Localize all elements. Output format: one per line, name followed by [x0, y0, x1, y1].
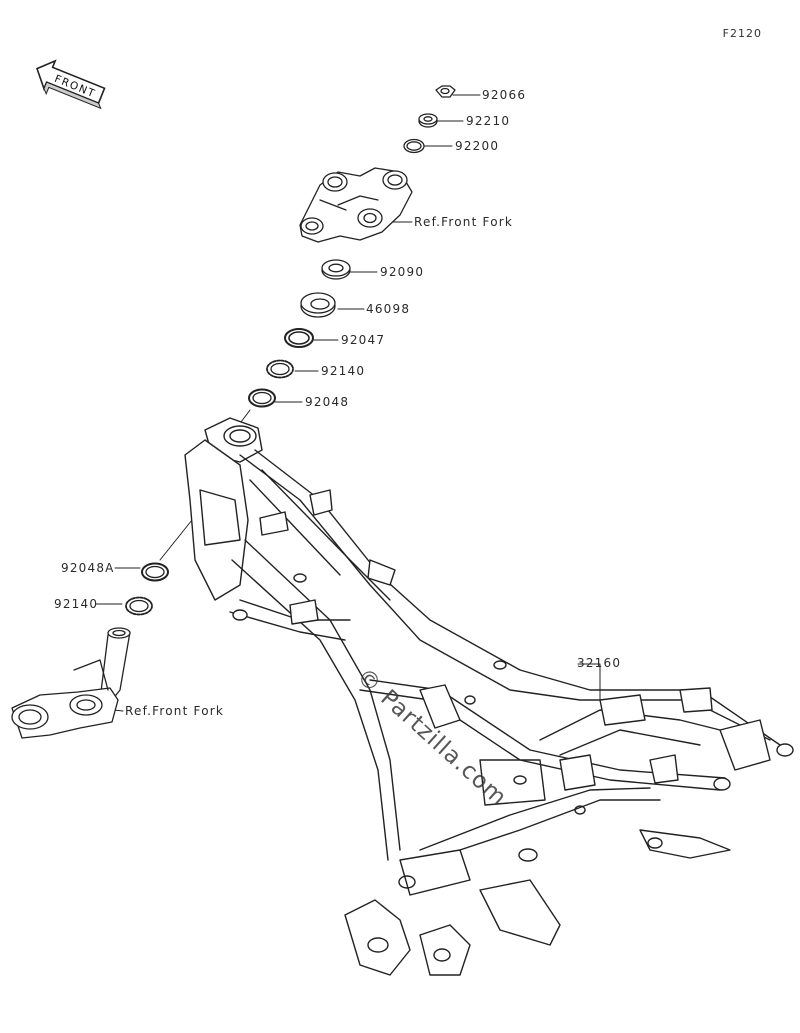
diagram-code: F2120 — [722, 27, 762, 40]
callout-32160: 32160 — [577, 656, 622, 670]
steering-stack — [248, 85, 456, 408]
callout-92047: 92047 — [341, 333, 386, 347]
front-arrow-icon: FRONT — [35, 59, 106, 110]
callout-46098: 46098 — [366, 302, 411, 316]
callout-92048: 92048 — [305, 395, 350, 409]
callout-92210: 92210 — [466, 114, 511, 128]
callout-92140-upper: 92140 — [321, 364, 366, 378]
leader-lines — [94, 94, 601, 712]
callout-92140-lower: 92140 — [54, 597, 99, 611]
callout-ref-front-fork-upper: Ref.Front Fork — [414, 215, 514, 229]
callout-ref-front-fork-lower: Ref.Front Fork — [125, 704, 225, 718]
lower-clamp — [11, 627, 131, 739]
lower-bearings — [125, 562, 169, 616]
main-frame — [184, 417, 794, 976]
callout-92066: 92066 — [482, 88, 527, 102]
callout-92200: 92200 — [455, 139, 500, 153]
callout-92048a: 92048A — [61, 561, 115, 575]
callout-92090: 92090 — [380, 265, 425, 279]
